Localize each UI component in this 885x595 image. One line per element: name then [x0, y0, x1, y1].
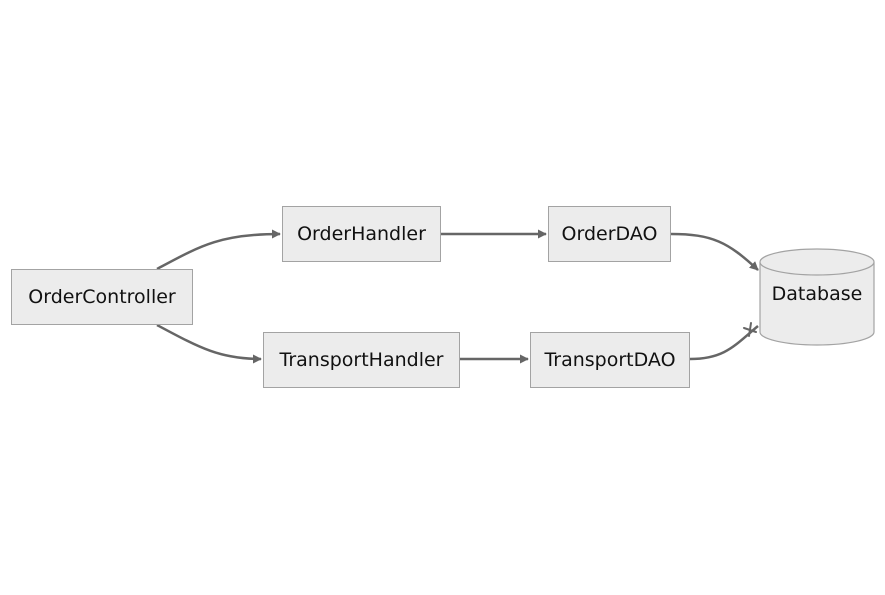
- node-database-label: Database: [771, 283, 863, 305]
- node-transport-handler: TransportHandler: [263, 332, 460, 388]
- edge-orderdao-database: [670, 232, 759, 271]
- edge-transportdao-database: [689, 325, 759, 361]
- database-cylinder: [759, 248, 875, 346]
- node-transport-dao: TransportDAO: [530, 332, 690, 388]
- node-order-dao: OrderDAO: [548, 206, 671, 262]
- edge-ordercontroller-transporthandler: [156, 323, 262, 364]
- node-order-handler: OrderHandler: [282, 206, 441, 262]
- edge-ordercontroller-orderhandler: [156, 229, 281, 271]
- cross-marker: [743, 322, 757, 337]
- node-order-controller: OrderController: [11, 269, 193, 325]
